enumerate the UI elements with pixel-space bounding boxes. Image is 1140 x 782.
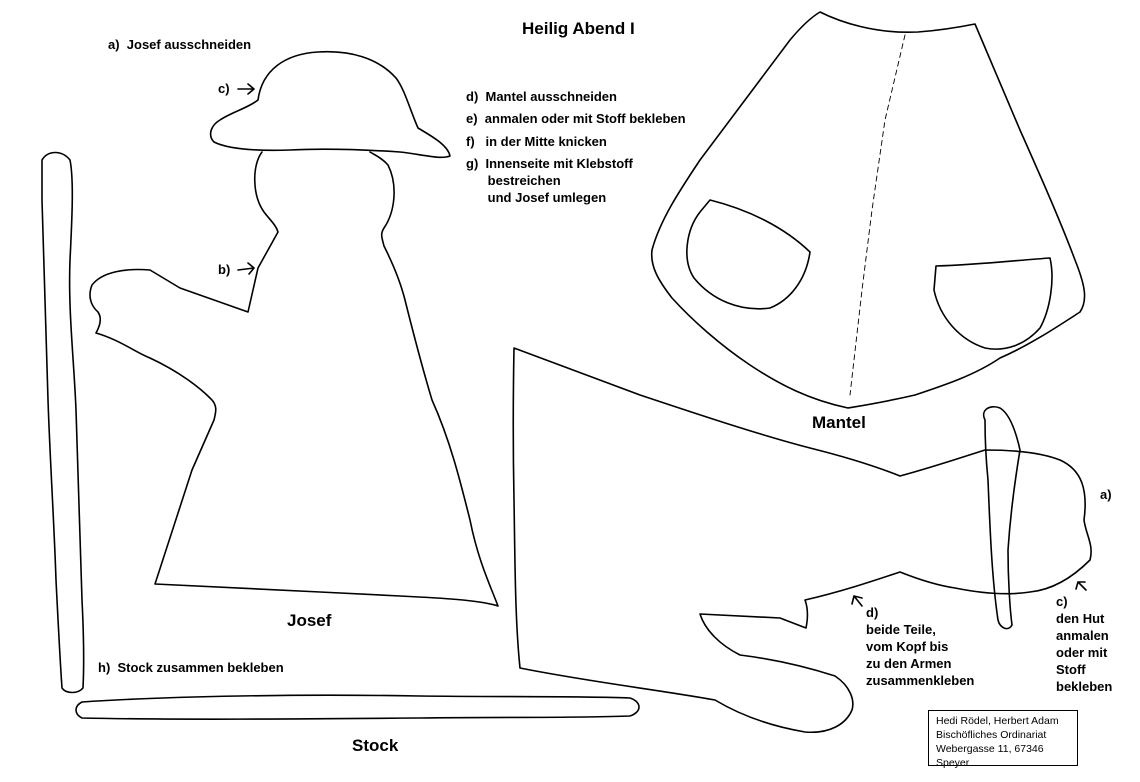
credit-line: Bischöfliches Ordinariat — [936, 729, 1047, 741]
josef-back-outline — [512, 347, 1092, 734]
staff-vertical-outline — [41, 151, 85, 694]
step-g: g) Innenseite mit Klebstoff bestreichen … — [466, 156, 633, 205]
arrow-icon — [1075, 581, 1087, 591]
credit-box: Hedi Rödel, Herbert Adam Bischöfliches O… — [928, 710, 1078, 769]
staff-horizontal-outline — [75, 694, 640, 720]
step-h: h) Stock zusammen bekleben — [98, 660, 284, 675]
credit-line: Webergasse 11, 67346 Speyer — [936, 743, 1044, 769]
label-stock: Stock — [352, 736, 399, 755]
josef-back-hat — [982, 405, 1021, 630]
step-d: d) Mantel ausschneiden — [466, 89, 617, 104]
step-b: b) — [218, 262, 231, 277]
mantel-outline — [650, 11, 1086, 409]
label-josef: Josef — [287, 611, 332, 630]
right-note-a: a) — [1100, 487, 1112, 502]
right-note-d: d) beide Teile, vom Kopf bis zu den Arme… — [866, 605, 975, 688]
step-a: a) Josef ausschneiden — [108, 37, 252, 52]
step-f: f) in der Mitte knicken — [466, 134, 607, 149]
mantel-armhole-left — [686, 199, 811, 310]
arrow-icon — [851, 595, 863, 607]
page-title: Heilig Abend I — [522, 19, 635, 38]
arrow-icon — [237, 262, 255, 275]
josef-body-outline — [89, 151, 499, 607]
label-mantel: Mantel — [812, 413, 866, 432]
arrow-icon — [237, 83, 255, 95]
credit-line: Hedi Rödel, Herbert Adam — [936, 715, 1059, 727]
step-e: e) anmalen oder mit Stoff bekleben — [466, 111, 686, 126]
step-c-left: c) — [218, 81, 230, 96]
mantel-armhole-right — [933, 257, 1053, 350]
mantel-fold-line — [849, 34, 906, 396]
right-note-c: c) den Hut anmalen oder mit Stoff bekleb… — [1056, 594, 1113, 694]
josef-hat-outline — [209, 50, 451, 159]
